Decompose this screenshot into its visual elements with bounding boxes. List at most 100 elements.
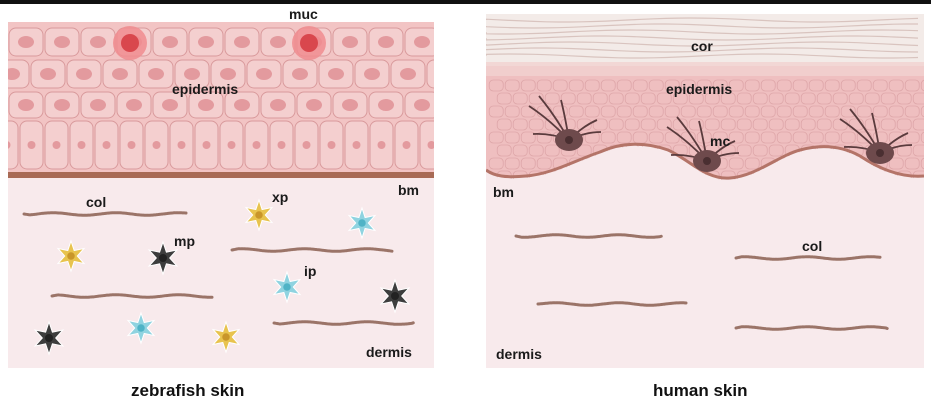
cell-nucleus (198, 99, 214, 111)
collagen-fiber (734, 255, 882, 261)
epidermal-cell (720, 92, 736, 105)
cell-nucleus (306, 99, 322, 111)
label-cor: cor (691, 38, 713, 54)
epidermal-cell (776, 79, 792, 92)
epidermal-cell (520, 157, 536, 170)
cell-nucleus (54, 99, 70, 111)
cell-nucleus (27, 141, 36, 149)
corneum-line (486, 47, 919, 53)
cell-nucleus (90, 36, 106, 48)
cell-nucleus (378, 99, 394, 111)
epidermal-cell (744, 105, 760, 118)
epidermal-cell (744, 131, 760, 144)
human-melanocytes (528, 95, 913, 172)
epidermal-cell (912, 144, 924, 157)
collagen-fiber (22, 211, 188, 217)
epidermal-cell (896, 118, 912, 131)
cell-nucleus (352, 141, 361, 149)
epidermal-cell (576, 144, 592, 157)
iridophore-cell-nucleus (283, 283, 291, 291)
human-epidermal-cells (486, 79, 924, 200)
epidermal-cell (920, 131, 924, 144)
cell-nucleus (202, 141, 211, 149)
cell-nucleus (177, 141, 186, 149)
epidermal-cell (640, 92, 656, 105)
xanthophore-cell-nucleus (222, 333, 230, 341)
cell-nucleus (328, 68, 344, 80)
epidermal-cell (560, 92, 576, 105)
epidermal-cell (880, 118, 896, 131)
label-mc: mc (710, 133, 730, 149)
epidermal-cell (680, 79, 696, 92)
epidermal-cell (520, 131, 536, 144)
collagen-fiber (734, 325, 890, 331)
cell-nucleus (277, 141, 286, 149)
cell-nucleus (377, 141, 386, 149)
collagen-fiber (230, 247, 394, 253)
epidermal-cell (792, 105, 808, 118)
label-zf-col: col (86, 194, 106, 210)
melanocyte-nucleus (565, 136, 573, 144)
epidermal-cell (672, 118, 688, 131)
cell-nucleus (76, 68, 92, 80)
epidermal-cell (632, 105, 648, 118)
epidermal-cell (856, 79, 872, 92)
epidermal-cell (752, 144, 768, 157)
zebrafish-mucous-cells (113, 26, 326, 60)
epidermal-cell (888, 105, 904, 118)
epidermal-cell (888, 79, 904, 92)
epidermal-cell (624, 118, 640, 131)
label-hu-col: col (802, 238, 822, 254)
label-muc: muc (289, 6, 318, 22)
epidermal-cell (504, 157, 520, 170)
epidermal-cell (680, 105, 696, 118)
cell-nucleus (8, 68, 20, 80)
label-zf-dermis: dermis (366, 344, 412, 360)
xanthophore-cell-nucleus (255, 211, 263, 219)
epidermal-cell (712, 79, 728, 92)
epidermal-cell (760, 131, 776, 144)
melanophore-cell-nucleus (45, 334, 53, 342)
epidermal-cell (656, 92, 672, 105)
cell-nucleus (427, 141, 434, 149)
zebrafish-basement-membrane (8, 172, 434, 178)
top-border (0, 0, 931, 4)
epidermal-cell (728, 131, 744, 144)
epidermal-cell (608, 92, 624, 105)
epidermal-cell (664, 105, 680, 118)
xanthophore-cell-nucleus (67, 252, 75, 260)
zebrafish-collagen-fibers (22, 211, 416, 326)
epidermal-cell (904, 79, 920, 92)
mucous-cell-1-core (121, 34, 139, 52)
epidermal-cell (568, 79, 584, 92)
epidermal-cell (848, 92, 864, 105)
label-xp: xp (272, 189, 288, 205)
epidermal-cell (912, 118, 924, 131)
epidermal-cell (840, 131, 856, 144)
label-hu-bm: bm (493, 184, 514, 200)
epidermal-cell (872, 105, 888, 118)
epidermal-cell (552, 105, 568, 118)
cell-nucleus (327, 141, 336, 149)
cell-nucleus (292, 68, 308, 80)
label-mp: mp (174, 233, 195, 249)
epidermal-cell (872, 79, 888, 92)
cell-nucleus (148, 68, 164, 80)
human-panel (486, 14, 924, 368)
epidermal-cell (776, 105, 792, 118)
epidermal-cell (736, 118, 752, 131)
epidermal-cell (616, 131, 632, 144)
collagen-fiber (536, 301, 688, 307)
cell-nucleus (378, 36, 394, 48)
cell-nucleus (414, 99, 430, 111)
cell-nucleus (234, 36, 250, 48)
corneum-line (486, 23, 918, 29)
epidermal-cell (888, 131, 904, 144)
epidermal-cell (792, 131, 808, 144)
epidermal-cell (816, 92, 832, 105)
epidermal-cell (592, 92, 608, 105)
epidermal-cell (616, 105, 632, 118)
human-corneum-lines (486, 17, 919, 59)
epidermal-cell (808, 105, 824, 118)
